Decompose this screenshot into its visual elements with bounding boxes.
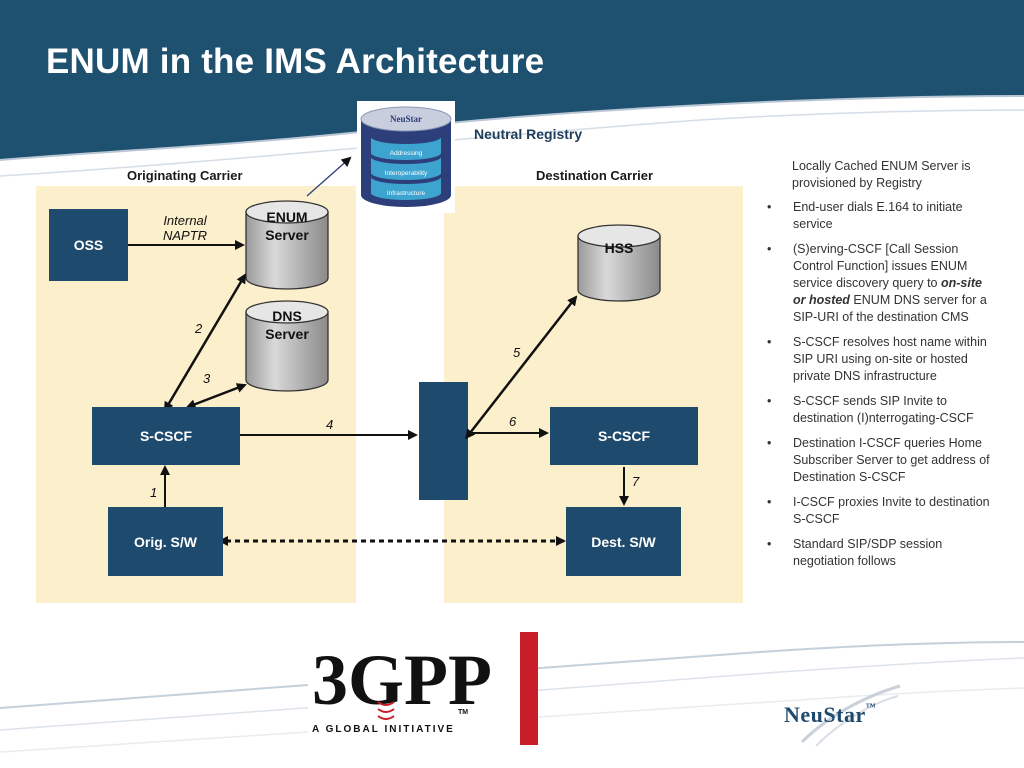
step-number-5: 5 (513, 345, 521, 360)
neustar-star-mark-icon (800, 684, 901, 747)
dest-sw-box: Dest. S/W (566, 507, 681, 576)
bullet-intro: Locally Cached ENUM Server is provisione… (792, 159, 971, 190)
orig-sw-box: Orig. S/W (108, 507, 223, 576)
arrow-3-scscf-dns (185, 383, 247, 409)
dns-server-label-line1: DNS (272, 308, 302, 324)
bullet-item: • (S)erving-CSCF [Call Session Control Fu… (762, 241, 992, 326)
neustar-logo: NeuStar™ (784, 702, 876, 728)
3gpp-red-stripe (520, 632, 538, 745)
internal-naptr-label: Internal NAPTR (150, 213, 220, 243)
3gpp-wave-icon (377, 701, 395, 720)
neutral-registry-label: Neutral Registry (474, 126, 583, 142)
footer-swoosh-1 (0, 641, 1024, 709)
header-band (0, 0, 1024, 160)
bullet-text-part2: ENUM DNS server for a SIP-URI of the des… (793, 293, 987, 324)
bullet-item: • End-user dials E.164 to initiate servic… (762, 199, 992, 233)
3gpp-tagline: A GLOBAL INITIATIVE (312, 724, 455, 735)
bullet-dot: • (767, 335, 772, 349)
3gpp-mark-text: 3GPP (312, 640, 492, 720)
enum-server-cylinder (245, 200, 329, 290)
registry-layer-interoperability: Interoperability (385, 170, 428, 177)
header-curve-line-2 (0, 109, 1024, 177)
originating-carrier-label: Originating Carrier (127, 168, 243, 183)
step-number-7: 7 (632, 474, 640, 489)
arrow-enum-to-registry (306, 156, 352, 197)
neustar-registry-icon: NeuStar Addressing Interoperability Infr… (357, 101, 455, 213)
bullet-text: S-CSCF resolves host name within SIP URI… (793, 335, 987, 383)
bullet-text-emphasis: on-site or hosted (793, 276, 982, 307)
arrow-5-icscf-hss (465, 295, 578, 440)
oss-box: OSS (49, 209, 128, 281)
neustar-tm: ™ (865, 702, 877, 713)
bullet-dot: • (767, 200, 772, 214)
page-title: ENUM in the IMS Architecture (46, 42, 545, 81)
internal-naptr-line2: NAPTR (162, 228, 208, 243)
destination-carrier-label: Destination Carrier (536, 168, 654, 183)
bullet-dot: • (767, 537, 772, 551)
scscf-destination-box: S-CSCF (550, 407, 698, 465)
dns-server-label-line2: Server (265, 326, 309, 342)
enum-server-label-line2: Server (265, 227, 309, 243)
bullet-text-part1: (S)erving-CSCF [Call Session Control Fun… (793, 242, 968, 290)
bullet-text: I-CSCF proxies Invite to destination S-C… (793, 495, 990, 526)
bullet-item: • I-CSCF proxies Invite to destination S-… (762, 494, 992, 528)
internal-naptr-line1: Internal (163, 213, 207, 228)
registry-layer-addressing: Addressing (390, 150, 423, 157)
bullet-item: • S-CSCF sends SIP Invite to destination … (762, 393, 992, 427)
registry-layer-infrastructure: Infrastructure (387, 190, 426, 197)
neustar-logo-text: NeuStar (784, 702, 866, 727)
step-number-1: 1 (150, 485, 158, 500)
bullet-text: End-user dials E.164 to initiate service (793, 200, 963, 231)
step-number-6: 6 (509, 414, 517, 429)
bullet-list: • End-user dials E.164 to initiate servic… (762, 199, 992, 570)
bullet-dot: • (767, 495, 772, 509)
footer-swoosh-2 (0, 657, 1024, 731)
bullet-dot: • (767, 242, 772, 256)
bullet-item: • Standard SIP/SDP session negotiation fo… (762, 536, 992, 570)
step-number-2: 2 (195, 321, 203, 336)
arrow-2-scscf-enum (163, 273, 247, 412)
registry-brand-text: NeuStar (390, 114, 422, 124)
bullet-item: • S-CSCF resolves host name within SIP UR… (762, 334, 992, 385)
bullet-dot: • (767, 394, 772, 408)
hss-cylinder (577, 224, 661, 302)
bullet-item: • Destination I-CSCF queries Home Subscri… (762, 435, 992, 486)
scscf-originating-box: S-CSCF (92, 407, 240, 465)
bullet-text: Destination I-CSCF queries Home Subscrib… (793, 436, 990, 484)
3gpp-tm-text: TM (458, 709, 468, 716)
enum-server-label-line1: ENUM (266, 209, 308, 225)
step-number-3: 3 (203, 371, 211, 386)
bullet-text: S-CSCF sends SIP Invite to destination (… (793, 394, 974, 425)
hss-label: HSS (604, 240, 634, 256)
3gpp-logo: 3GPP TM A GLOBAL INITIATIVE (308, 632, 538, 745)
enum-server-label: ENUM Server (246, 208, 328, 244)
dns-server-label: DNS Server (246, 307, 328, 343)
3gpp-mark: 3GPP TM (312, 640, 492, 720)
dns-server-cylinder (245, 300, 329, 392)
icscf-bar (419, 382, 468, 500)
bullet-dot: • (767, 436, 772, 450)
step-number-4: 4 (326, 417, 334, 432)
bullet-list-panel: Locally Cached ENUM Server is provisione… (762, 158, 992, 578)
bullet-text: Standard SIP/SDP session negotiation fol… (793, 537, 943, 568)
